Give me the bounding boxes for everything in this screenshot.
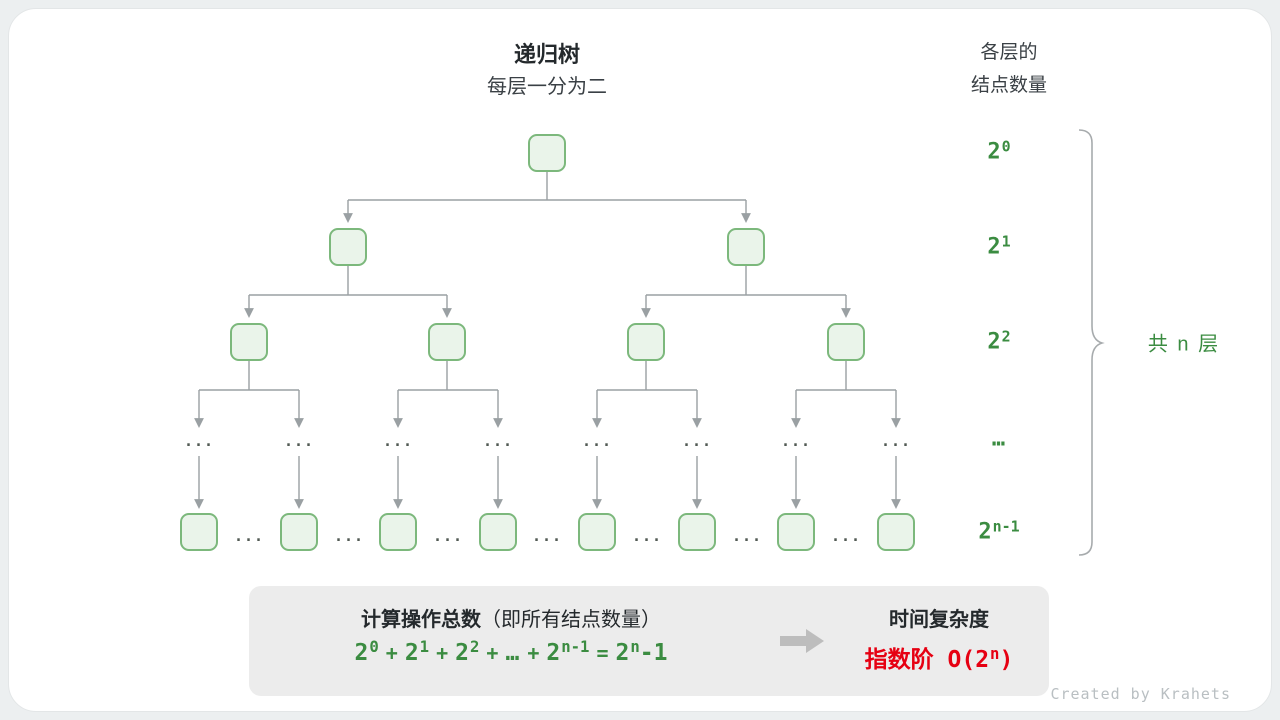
tree-node — [180, 513, 218, 551]
term: 20 — [354, 637, 379, 666]
level-count-label: 20 — [939, 137, 1059, 165]
term: 22 — [455, 637, 480, 666]
tree-node — [528, 134, 566, 172]
count-base: 2 — [987, 234, 1001, 260]
operations-sum-formula: 20+21+22+…+2n-1=2n-1 — [354, 637, 668, 666]
ellipsis: ... — [780, 432, 812, 450]
time-complexity-title: 时间复杂度 — [889, 609, 989, 631]
credit-text: Created by Krahets — [1050, 685, 1231, 703]
tree-node — [329, 228, 367, 266]
tree-node — [230, 323, 268, 361]
count-sup: 1 — [1001, 232, 1011, 251]
level-count-label: 21 — [939, 232, 1059, 260]
count-sup: n-1 — [992, 517, 1020, 536]
result-term: 2n-1 — [615, 637, 668, 666]
count-base: 2 — [978, 519, 992, 545]
term: … — [505, 640, 520, 666]
diagram-subtitle: 每层一分为二 — [487, 76, 607, 98]
ellipsis: ... — [681, 432, 713, 450]
operations-total-title: 计算操作总数（即所有结点数量） — [261, 603, 761, 632]
count-sup: 2 — [1001, 327, 1011, 346]
tree-node — [578, 513, 616, 551]
operations-total-title-note: （即所有结点数量） — [481, 609, 661, 631]
ellipsis: ... — [283, 432, 315, 450]
term: 21 — [404, 637, 430, 666]
arrow-icon — [780, 629, 824, 653]
ellipsis: ... — [880, 432, 912, 450]
level-count-label: 2n-1 — [939, 517, 1059, 545]
tree-node — [280, 513, 318, 551]
ellipsis: ... — [731, 527, 763, 545]
count-base: 2 — [987, 139, 1001, 165]
ellipsis: ... — [830, 527, 862, 545]
tree-node — [777, 513, 815, 551]
ellipsis: ... — [581, 432, 613, 450]
ellipsis: ... — [432, 527, 464, 545]
count-sup: 0 — [1001, 137, 1011, 156]
count-base: 2 — [987, 329, 1001, 355]
diagram-title: 递归树 — [513, 42, 580, 67]
total-levels-label: 共 n 层 — [1147, 333, 1221, 356]
tree-node — [727, 228, 765, 266]
count-base: … — [991, 426, 1006, 452]
level-count-label: … — [939, 427, 1059, 452]
ellipsis: ... — [183, 432, 215, 450]
ellipsis: ... — [233, 527, 265, 545]
levels-brace — [1078, 129, 1105, 556]
ellipsis: ... — [482, 432, 514, 450]
time-complexity: 时间复杂度 指数阶 O(2n) — [839, 586, 1039, 696]
right-column-header-line1: 各层的 — [980, 42, 1038, 63]
tree-node — [379, 513, 417, 551]
term: 2n-1 — [546, 637, 590, 666]
ellipsis: ... — [631, 527, 663, 545]
operations-total-title-main: 计算操作总数 — [361, 609, 481, 631]
right-column-header-line2: 结点数量 — [970, 75, 1047, 96]
level-count-label: 22 — [939, 327, 1059, 355]
tree-node — [479, 513, 517, 551]
formula-box: 计算操作总数（即所有结点数量） 20+21+22+…+2n-1=2n-1 时间复… — [249, 586, 1049, 696]
ellipsis: ... — [382, 432, 414, 450]
ellipsis: ... — [531, 527, 563, 545]
ellipsis: ... — [333, 527, 365, 545]
operations-total: 计算操作总数（即所有结点数量） 20+21+22+…+2n-1=2n-1 — [261, 586, 761, 696]
tree-node — [877, 513, 915, 551]
tree-node — [827, 323, 865, 361]
tree-node — [428, 323, 466, 361]
time-complexity-value: 指数阶 O(2n) — [864, 644, 1014, 673]
diagram-card: 递归树 每层一分为二 各层的 结点数量 — [8, 8, 1272, 712]
tree-node — [627, 323, 665, 361]
tree-node — [678, 513, 716, 551]
